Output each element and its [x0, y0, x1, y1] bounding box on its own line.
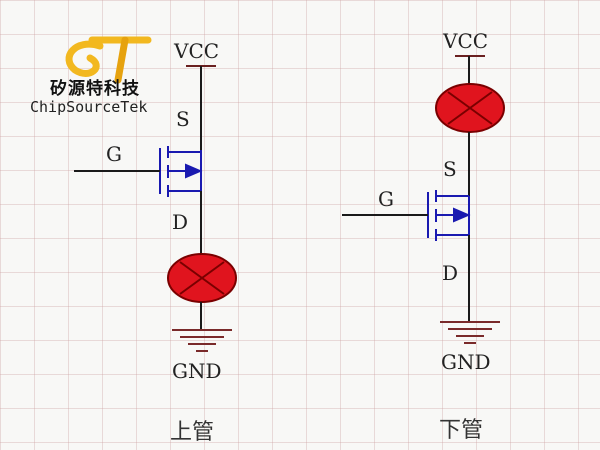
low-drain-label: D	[442, 261, 458, 285]
low-side-mosfet	[427, 190, 471, 241]
high-vcc-label: VCC	[173, 39, 219, 63]
low-side-circuit: VCC S	[342, 29, 505, 374]
brand-name-chinese: 矽源特科技	[50, 79, 140, 99]
low-gate-label: G	[378, 187, 394, 211]
high-source-label: S	[176, 107, 190, 131]
low-ground-icon	[440, 321, 500, 344]
chipsourcetek-logo-icon	[65, 36, 152, 84]
high-drain-label: D	[172, 210, 188, 234]
low-side-lamp-icon	[435, 83, 505, 133]
high-side-lamp-icon	[167, 253, 237, 303]
low-gnd-label: GND	[441, 350, 491, 374]
high-side-circuit: VCC S G D	[74, 39, 237, 383]
high-side-mosfet	[159, 146, 203, 197]
high-gnd-label: GND	[172, 359, 222, 383]
low-source-label: S	[443, 157, 457, 181]
high-gate-label: G	[106, 142, 122, 166]
low-side-caption: 下管	[439, 418, 484, 443]
high-side-caption: 上管	[170, 420, 215, 445]
low-vcc-label: VCC	[442, 29, 488, 53]
high-ground-icon	[172, 329, 232, 352]
brand-name-english: ChipSourceTek	[30, 98, 148, 116]
